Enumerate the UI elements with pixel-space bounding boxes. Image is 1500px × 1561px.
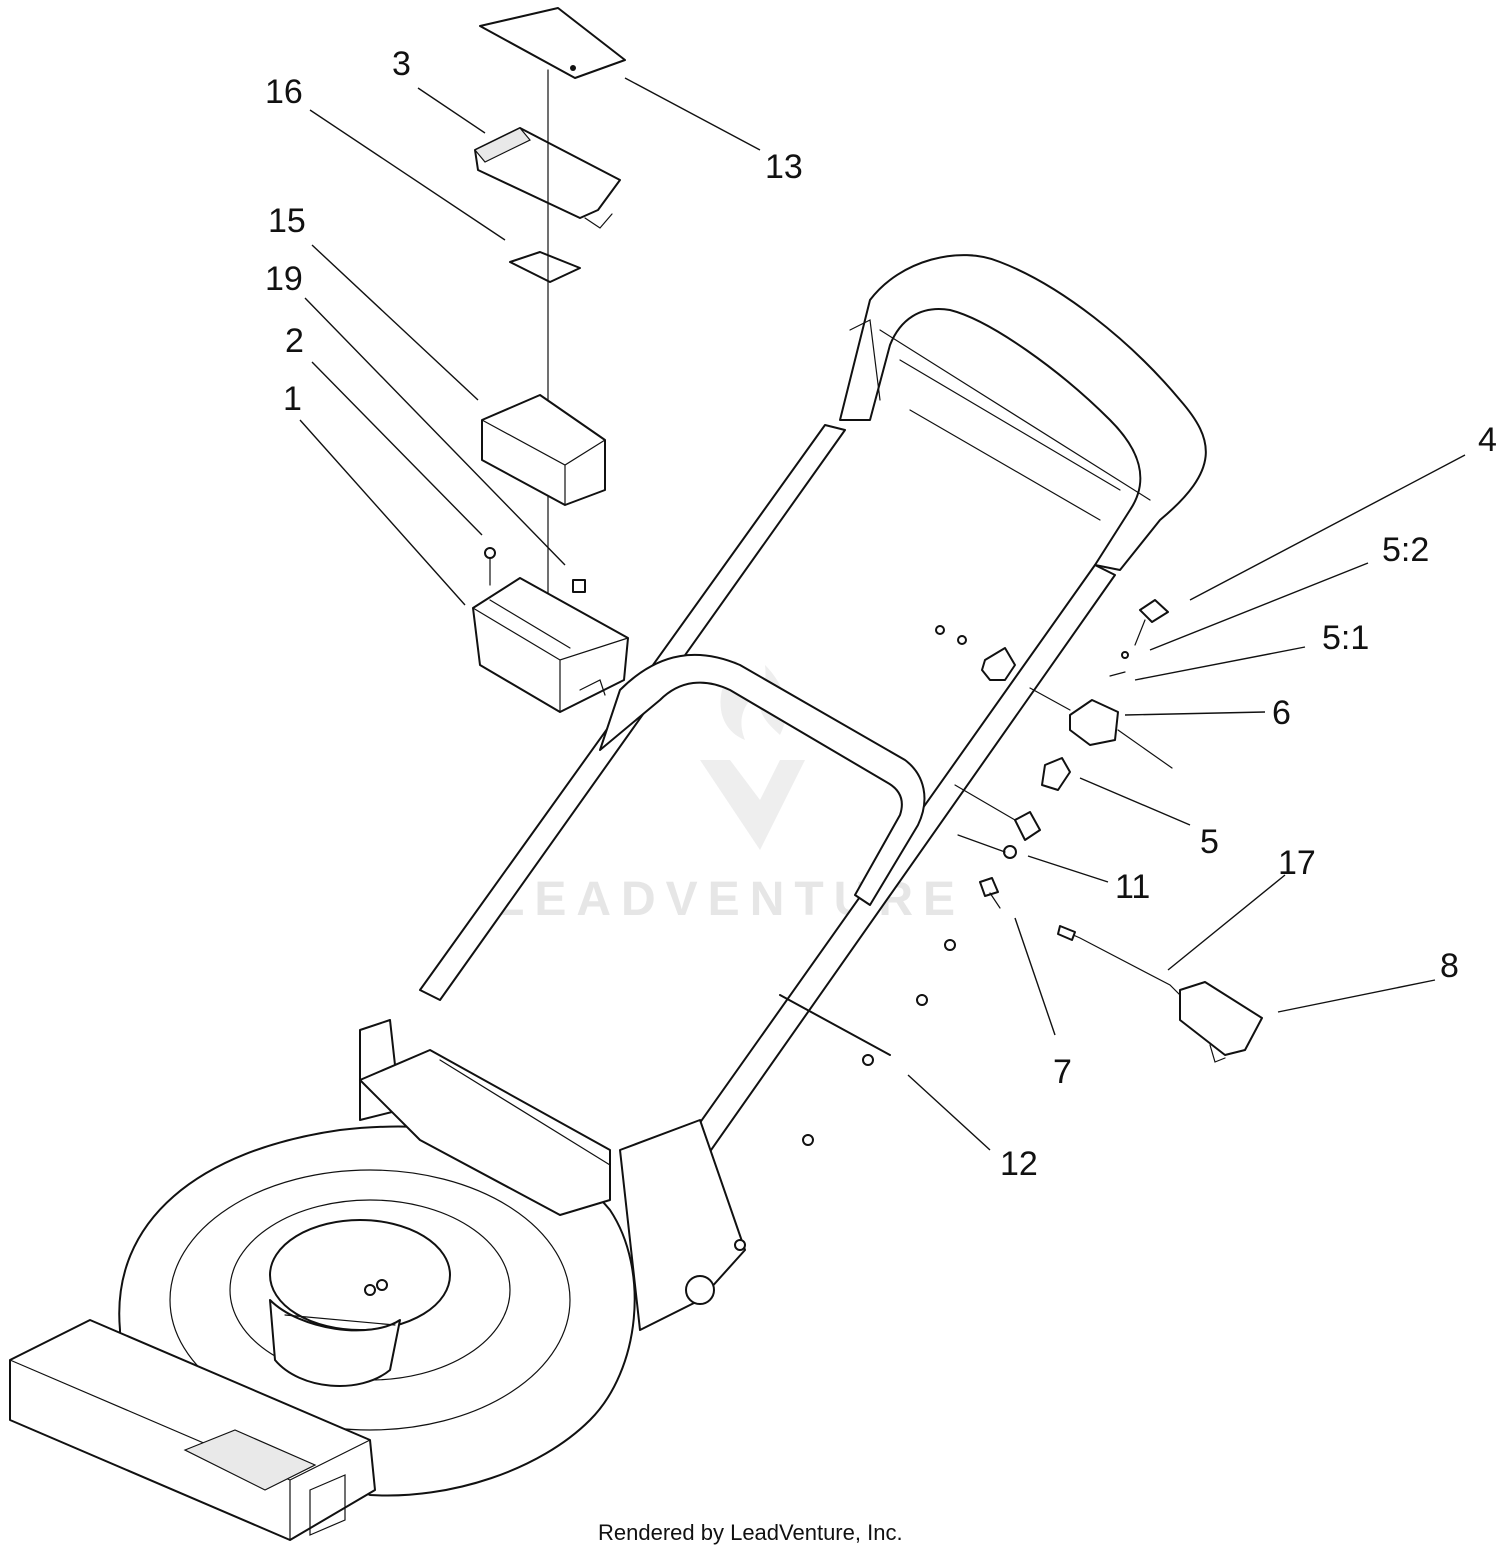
handle-assembly: [359, 254, 1207, 1331]
callout-19: 19: [265, 260, 303, 298]
battery-tray: [472, 577, 629, 713]
callout-15: 15: [268, 202, 306, 240]
pad: [509, 251, 581, 283]
callout-1: 1: [283, 380, 302, 418]
callout-5-1: 5:1: [1322, 619, 1369, 657]
footer-credit: Rendered by LeadVenture, Inc.: [598, 1520, 903, 1545]
leader-lines: [299, 77, 1466, 1151]
callout-12: 12: [1000, 1145, 1038, 1183]
callout-labels: 3 16 13 15 19 2 1 4 5:2 5:1 6 5 17 11 8 …: [265, 45, 1497, 1183]
callout-17: 17: [1278, 844, 1316, 882]
bail-bar: [599, 654, 926, 906]
callout-13: 13: [765, 148, 803, 186]
callout-8: 8: [1440, 947, 1459, 985]
charger: [1179, 981, 1263, 1056]
battery-assembly: [472, 7, 629, 713]
callout-7: 7: [1053, 1053, 1072, 1091]
callout-6: 6: [1272, 694, 1291, 732]
callout-5-2: 5:2: [1382, 531, 1429, 569]
upper-grip: [839, 254, 1207, 571]
callout-16: 16: [265, 73, 303, 111]
callout-5: 5: [1200, 823, 1219, 861]
switch-assembly: [935, 599, 1263, 1063]
callout-2: 2: [285, 322, 304, 360]
callout-3: 3: [392, 45, 411, 83]
battery: [481, 394, 606, 506]
mower-deck: [9, 1049, 636, 1541]
label-sticker: [479, 7, 626, 79]
rear-guard: [9, 1319, 376, 1541]
callout-11: 11: [1115, 868, 1150, 906]
switch-box: [1069, 699, 1119, 746]
callout-4: 4: [1478, 421, 1497, 459]
